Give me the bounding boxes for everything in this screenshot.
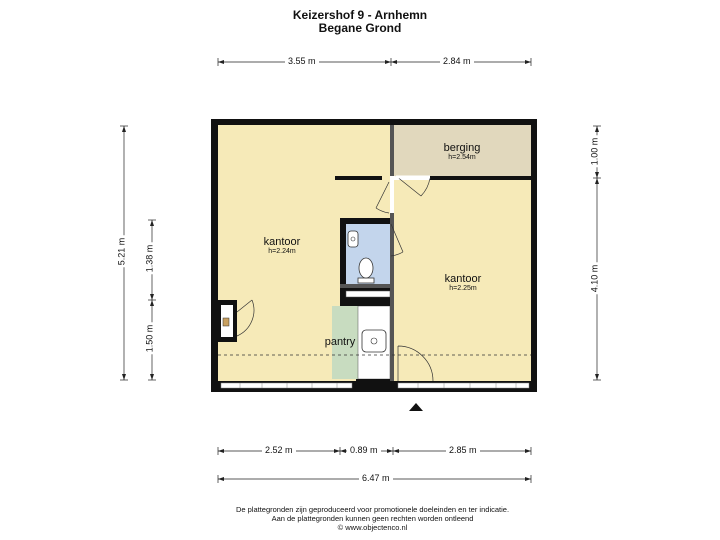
dim-left-lower: 1.50 m (144, 322, 156, 355)
room-name: berging (443, 142, 481, 154)
sink-icon (347, 230, 359, 248)
door-kantoor-cabinet (236, 299, 255, 337)
room-pantry: pantry (312, 336, 368, 348)
disclaimer-line-1: De plattegronden zijn geproduceerd voor … (235, 505, 510, 514)
wall-berging-left (335, 176, 382, 180)
floor-kantoor-right (394, 180, 531, 381)
wall-bathroom-left (340, 218, 346, 306)
dim-right-upper: 1.00 m (589, 135, 601, 168)
dim-bottom-c: 2.85 m (446, 445, 480, 456)
room-kantoor-right: kantoor h=2.25m (423, 273, 503, 292)
wall-bathroom-bottom (340, 284, 390, 288)
room-berging: berging h=2.54m (422, 142, 502, 161)
room-height: h=2.24m (268, 248, 296, 255)
door-bathroom (390, 223, 404, 257)
dim-left-total: 5.21 m (116, 235, 128, 268)
wall-vertical-upper (390, 125, 394, 176)
toilet-tank-icon (357, 277, 375, 284)
dim-bottom-a: 2.52 m (262, 445, 296, 456)
disclaimer-line-2: Aan de plattegronden kunnen geen rechten… (271, 514, 474, 523)
room-name: kantoor (444, 273, 482, 285)
dim-bottom-b: 0.89 m (347, 445, 381, 456)
dim-left-upper: 1.38 m (144, 242, 156, 275)
floor-pantry (332, 306, 358, 379)
disclaimer-line-3: © www.objectenco.nl (337, 523, 408, 532)
room-height: h=2.54m (448, 154, 476, 161)
wall-cupboard-inner (345, 290, 391, 298)
wall-vertical-lower (390, 213, 394, 381)
entrance-arrow-icon (409, 403, 423, 411)
wall-top (211, 119, 537, 125)
dim-top-right: 2.84 m (440, 56, 474, 67)
door-berging (395, 175, 431, 197)
dim-bottom-total: 6.47 m (359, 473, 393, 484)
floor-berging (394, 125, 531, 176)
wall-berging-right (430, 176, 531, 180)
room-height: h=2.25m (449, 285, 477, 292)
plan-title: Keizershof 9 - Arnhemn (292, 8, 428, 22)
wall-bathroom-top (340, 218, 390, 224)
wall-right (531, 119, 537, 392)
room-name: kantoor (263, 236, 301, 248)
door-kantoor-right (397, 345, 434, 382)
window-bottom-left (220, 382, 353, 389)
dim-top-left: 3.55 m (285, 56, 319, 67)
door-storage-left (375, 181, 390, 214)
kitchen-sink-icon (361, 329, 387, 353)
room-name: pantry (324, 336, 356, 348)
window-bottom-right (397, 382, 530, 389)
wall-bottom-middle (356, 379, 392, 392)
dim-right-lower: 4.10 m (589, 262, 601, 295)
plan-subtitle: Begane Grond (318, 21, 402, 35)
toilet-bowl-icon (358, 257, 374, 279)
room-kantoor-left: kantoor h=2.24m (242, 236, 322, 255)
wall-left (211, 119, 218, 392)
